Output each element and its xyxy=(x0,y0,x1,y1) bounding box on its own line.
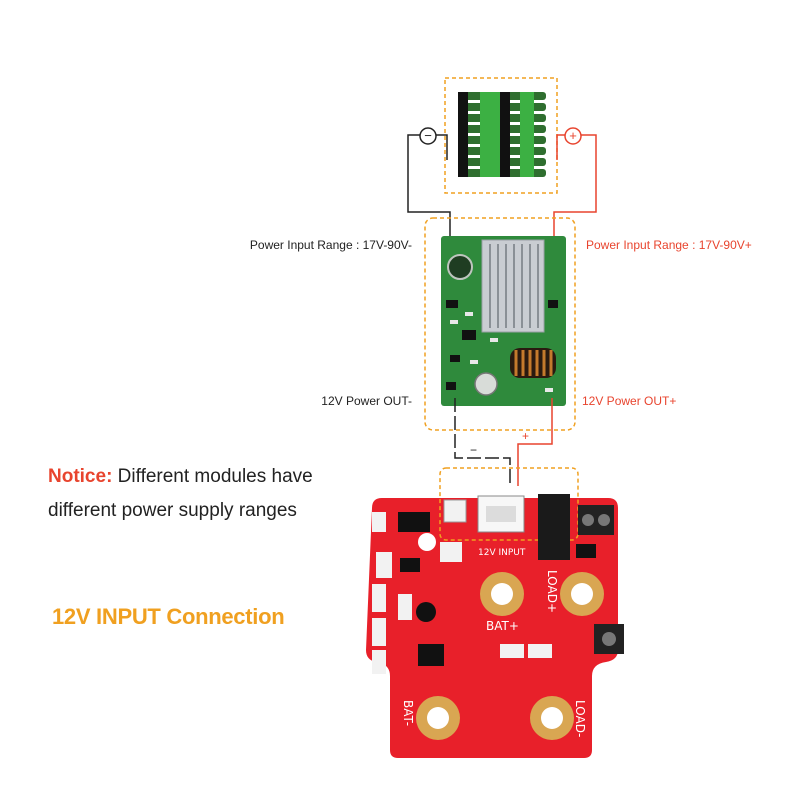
input-minus-label: Power Input Range : 17V-90V- xyxy=(249,238,412,252)
battery-pack xyxy=(444,77,558,194)
dc-converter-module xyxy=(424,217,576,431)
positive-input-wire xyxy=(553,134,597,242)
load-minus-pad xyxy=(530,696,574,740)
page-title: 12V INPUT Connection xyxy=(52,604,285,629)
bat-plus-pad xyxy=(480,572,524,616)
plus-sign: + xyxy=(569,128,577,143)
board-bat-plus-label: BAT+ xyxy=(486,619,519,633)
heatsink xyxy=(481,239,545,333)
notice-text: Notice: Different modules have different… xyxy=(48,460,368,528)
bat-minus-pad xyxy=(416,696,460,740)
minus-sign: − xyxy=(424,128,432,143)
load-plus-pad xyxy=(560,572,604,616)
input-plus-label: Power Input Range : 17V-90V+ xyxy=(586,238,752,252)
board-input-label: 12V INPUT xyxy=(478,548,526,558)
negative-output-wire xyxy=(454,398,511,486)
output-minus-sign: − xyxy=(470,443,477,457)
output-plus-sign: + xyxy=(522,429,529,443)
controller-board: 12V INPUT BAT+ LOAD+ BAT- LOAD- xyxy=(366,467,624,758)
notice-line-1: Different modules have xyxy=(112,466,313,487)
negative-input-wire xyxy=(407,134,451,242)
board-load-plus-label: LOAD+ xyxy=(545,570,559,613)
board-bat-minus-label: BAT- xyxy=(401,700,415,726)
positive-output-wire xyxy=(517,398,553,486)
notice-heading: Notice: xyxy=(48,466,113,487)
output-plus-label: 12V Power OUT+ xyxy=(582,394,677,408)
inductor xyxy=(510,348,556,378)
plus-icon xyxy=(564,127,582,145)
notice-line-2: different power supply ranges xyxy=(48,500,297,521)
minus-icon xyxy=(419,127,437,145)
output-minus-label: 12V Power OUT- xyxy=(321,394,412,408)
board-load-minus-label: LOAD- xyxy=(573,700,587,737)
